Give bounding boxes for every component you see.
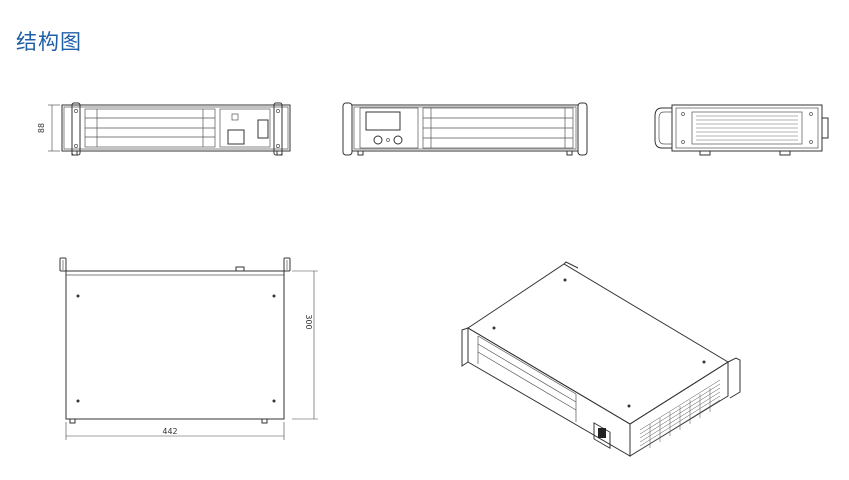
rear-view: 88 <box>37 102 291 156</box>
depth-dimension-label: 300 <box>304 314 313 329</box>
isometric-view <box>461 261 741 457</box>
vent-pattern <box>696 115 798 141</box>
page-title: 结构图 <box>16 30 82 54</box>
iso-vent-pattern <box>639 379 721 451</box>
top-view: 300 442 <box>59 257 318 440</box>
side-view <box>654 104 829 156</box>
front-view <box>342 102 588 156</box>
height-dimension-label: 88 <box>37 123 46 133</box>
width-dimension-label: 442 <box>162 427 177 436</box>
